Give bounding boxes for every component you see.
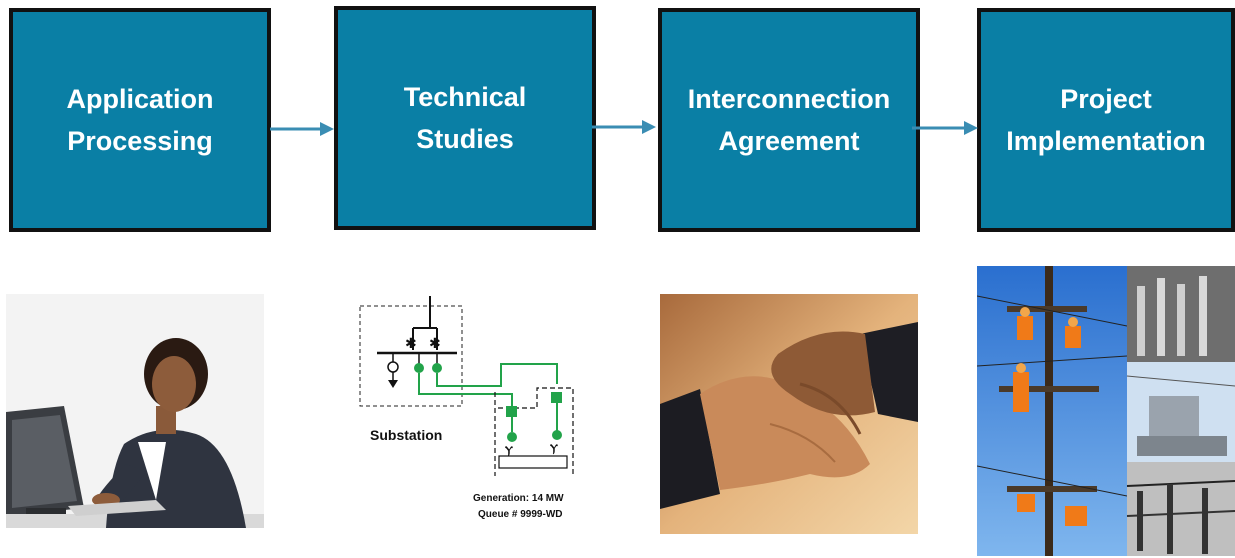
one-line-diagram: ✱ ✱ Ⲩ Ⲩ: [359, 296, 574, 476]
step-label-line2: Processing: [67, 126, 213, 156]
queue-label: Queue # 9999-WD: [478, 509, 563, 520]
generation-label: Generation: 14 MW: [473, 493, 564, 504]
step-label-line1: Technical: [403, 82, 527, 112]
step-label-line1: Application: [66, 84, 214, 114]
step-label-line2: Agreement: [718, 126, 860, 156]
woman-at-computer-photo: [6, 294, 264, 528]
step-label-line2: Studies: [416, 124, 514, 154]
linemen-and-substations-collage: [977, 266, 1235, 556]
arrow-icon: [270, 122, 334, 136]
step-label-line1: Interconnection: [687, 84, 891, 114]
arrow-icon: [592, 120, 656, 134]
step-label-line2: Implementation: [1006, 126, 1206, 156]
svg-text:Ⲩ: Ⲩ: [505, 444, 513, 457]
substation-label: Substation: [370, 427, 443, 443]
svg-text:Ⲩ: Ⲩ: [550, 442, 558, 455]
handshake-photo: [660, 294, 918, 534]
svg-text:✱: ✱: [405, 336, 417, 352]
arrow-icon: [912, 121, 978, 135]
svg-text:✱: ✱: [429, 336, 441, 352]
step-label-line1: Project: [1060, 84, 1152, 114]
